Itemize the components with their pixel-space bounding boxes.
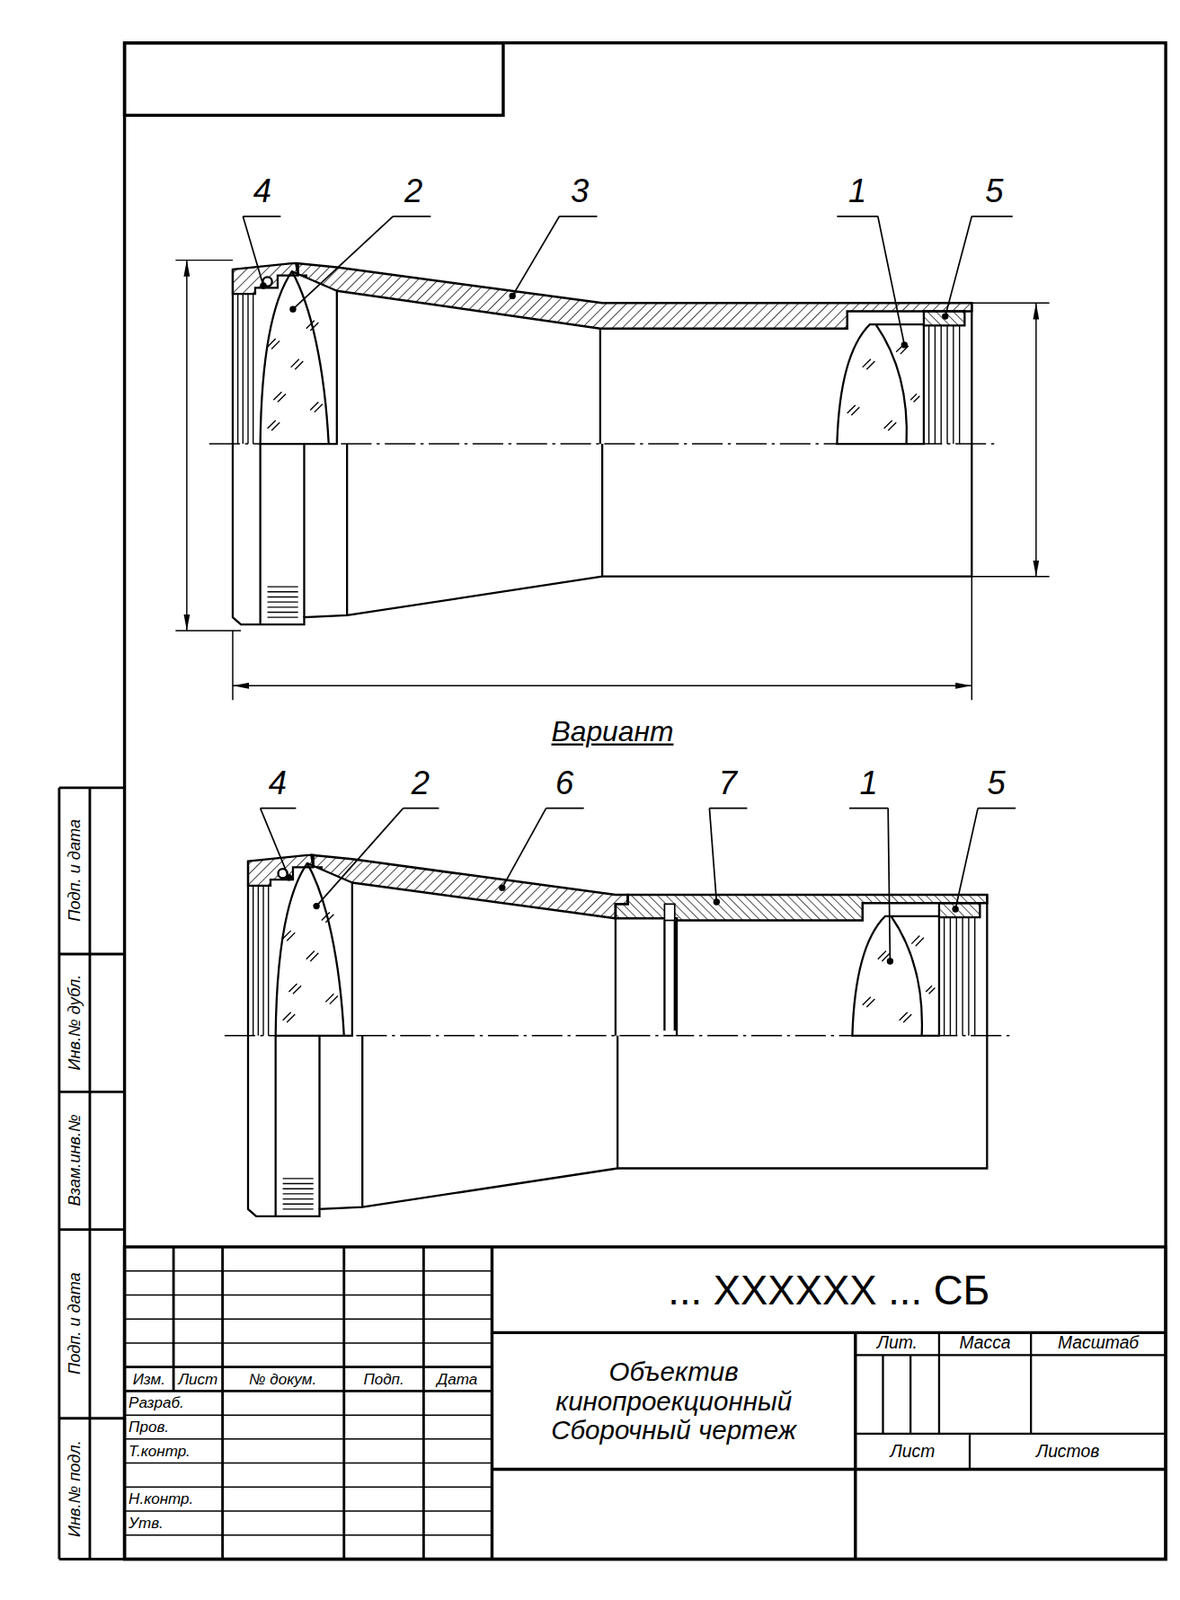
drawing-line xyxy=(290,306,296,312)
drawing-line xyxy=(124,1271,493,1536)
margin-label: Подп. и дата xyxy=(65,819,84,923)
drawing-line xyxy=(224,855,1012,1217)
drawing-line xyxy=(509,293,515,300)
title-block-cell: Лист xyxy=(890,1442,936,1462)
title-block-cell: Утв. xyxy=(128,1515,164,1533)
drawing-line xyxy=(59,788,125,1561)
title-block xyxy=(124,1247,1167,1561)
drawing-line xyxy=(260,808,1017,962)
drawing-line xyxy=(209,263,996,625)
drawing-line xyxy=(1035,302,1037,577)
view-label: Вариант xyxy=(551,717,675,749)
callout-number: 2 xyxy=(411,765,430,802)
drawing-line xyxy=(260,283,267,289)
callout-number: 5 xyxy=(984,174,1003,211)
sheet-frame xyxy=(59,43,1166,1561)
drawing-line xyxy=(599,328,602,444)
dimension-lines xyxy=(175,260,1049,701)
margin-label: Инв.№ подл. xyxy=(65,1440,84,1538)
callout-number: 4 xyxy=(268,765,287,802)
title-block-cell: Н.контр. xyxy=(128,1490,194,1509)
drawing-line xyxy=(186,260,187,631)
leader-lines xyxy=(242,216,1016,965)
title-block-cell: Подп. xyxy=(363,1371,404,1389)
title-block-cell: Листов xyxy=(1036,1442,1100,1462)
callout-number: 2 xyxy=(404,174,423,211)
margin-label: Подп. и дата xyxy=(65,1272,84,1376)
drawing-line xyxy=(286,875,293,881)
drawing-line xyxy=(942,313,949,320)
drawing-line xyxy=(310,855,628,919)
drawing-line xyxy=(175,260,1049,701)
drawing-line xyxy=(124,43,504,116)
callout-number: 4 xyxy=(253,174,272,211)
drawing-line xyxy=(664,904,675,921)
lens-assembly-variant xyxy=(224,855,1012,1217)
drawing-line xyxy=(901,342,907,348)
drawing-line xyxy=(887,958,894,965)
margin-label: Инв.№ дубл. xyxy=(65,975,84,1072)
drawing-line xyxy=(295,263,972,329)
drawing-line xyxy=(499,885,506,891)
drawing-line xyxy=(491,1247,1166,1561)
drawing-line xyxy=(242,216,1012,346)
callout-number: 3 xyxy=(570,174,589,211)
drawing-line xyxy=(124,43,1167,1561)
title-block-cell: Изм. xyxy=(133,1371,166,1389)
callout-number: 7 xyxy=(718,765,737,802)
title-block-cell: Лит. xyxy=(877,1334,918,1354)
drawing-title: Объектив кинопроекционный Сборочный черт… xyxy=(520,1357,827,1446)
drawing-line xyxy=(124,1247,1167,1561)
drawing-line xyxy=(714,899,720,905)
callout-number: 1 xyxy=(848,174,867,211)
title-block-cell: Пров. xyxy=(128,1419,169,1437)
title-block-cell: Лист xyxy=(177,1371,218,1389)
title-block-cell: Масштаб xyxy=(1057,1334,1139,1354)
callout-number: 1 xyxy=(859,765,878,802)
drawing-line xyxy=(615,918,677,1037)
margin-label: Взам.инв.№ xyxy=(65,1114,84,1207)
title-block-cell: Разраб. xyxy=(128,1394,185,1412)
title-block-cell: Т.контр. xyxy=(128,1443,191,1461)
title-block-cell: № докум. xyxy=(248,1371,317,1389)
drawing-designation: ... XXXXXX ... СБ xyxy=(667,1268,990,1314)
callout-number: 6 xyxy=(555,765,574,802)
drawing-line xyxy=(124,1247,493,1561)
drawing-line xyxy=(232,685,972,687)
drawing-line xyxy=(855,1332,1166,1470)
callout-number: 5 xyxy=(986,765,1005,802)
title-block-cell: Масса xyxy=(959,1334,1012,1354)
title-block-cell: Дата xyxy=(436,1371,478,1389)
lens-assembly-view xyxy=(209,263,996,625)
drawing-line xyxy=(313,904,320,910)
drawing-line xyxy=(952,906,959,913)
